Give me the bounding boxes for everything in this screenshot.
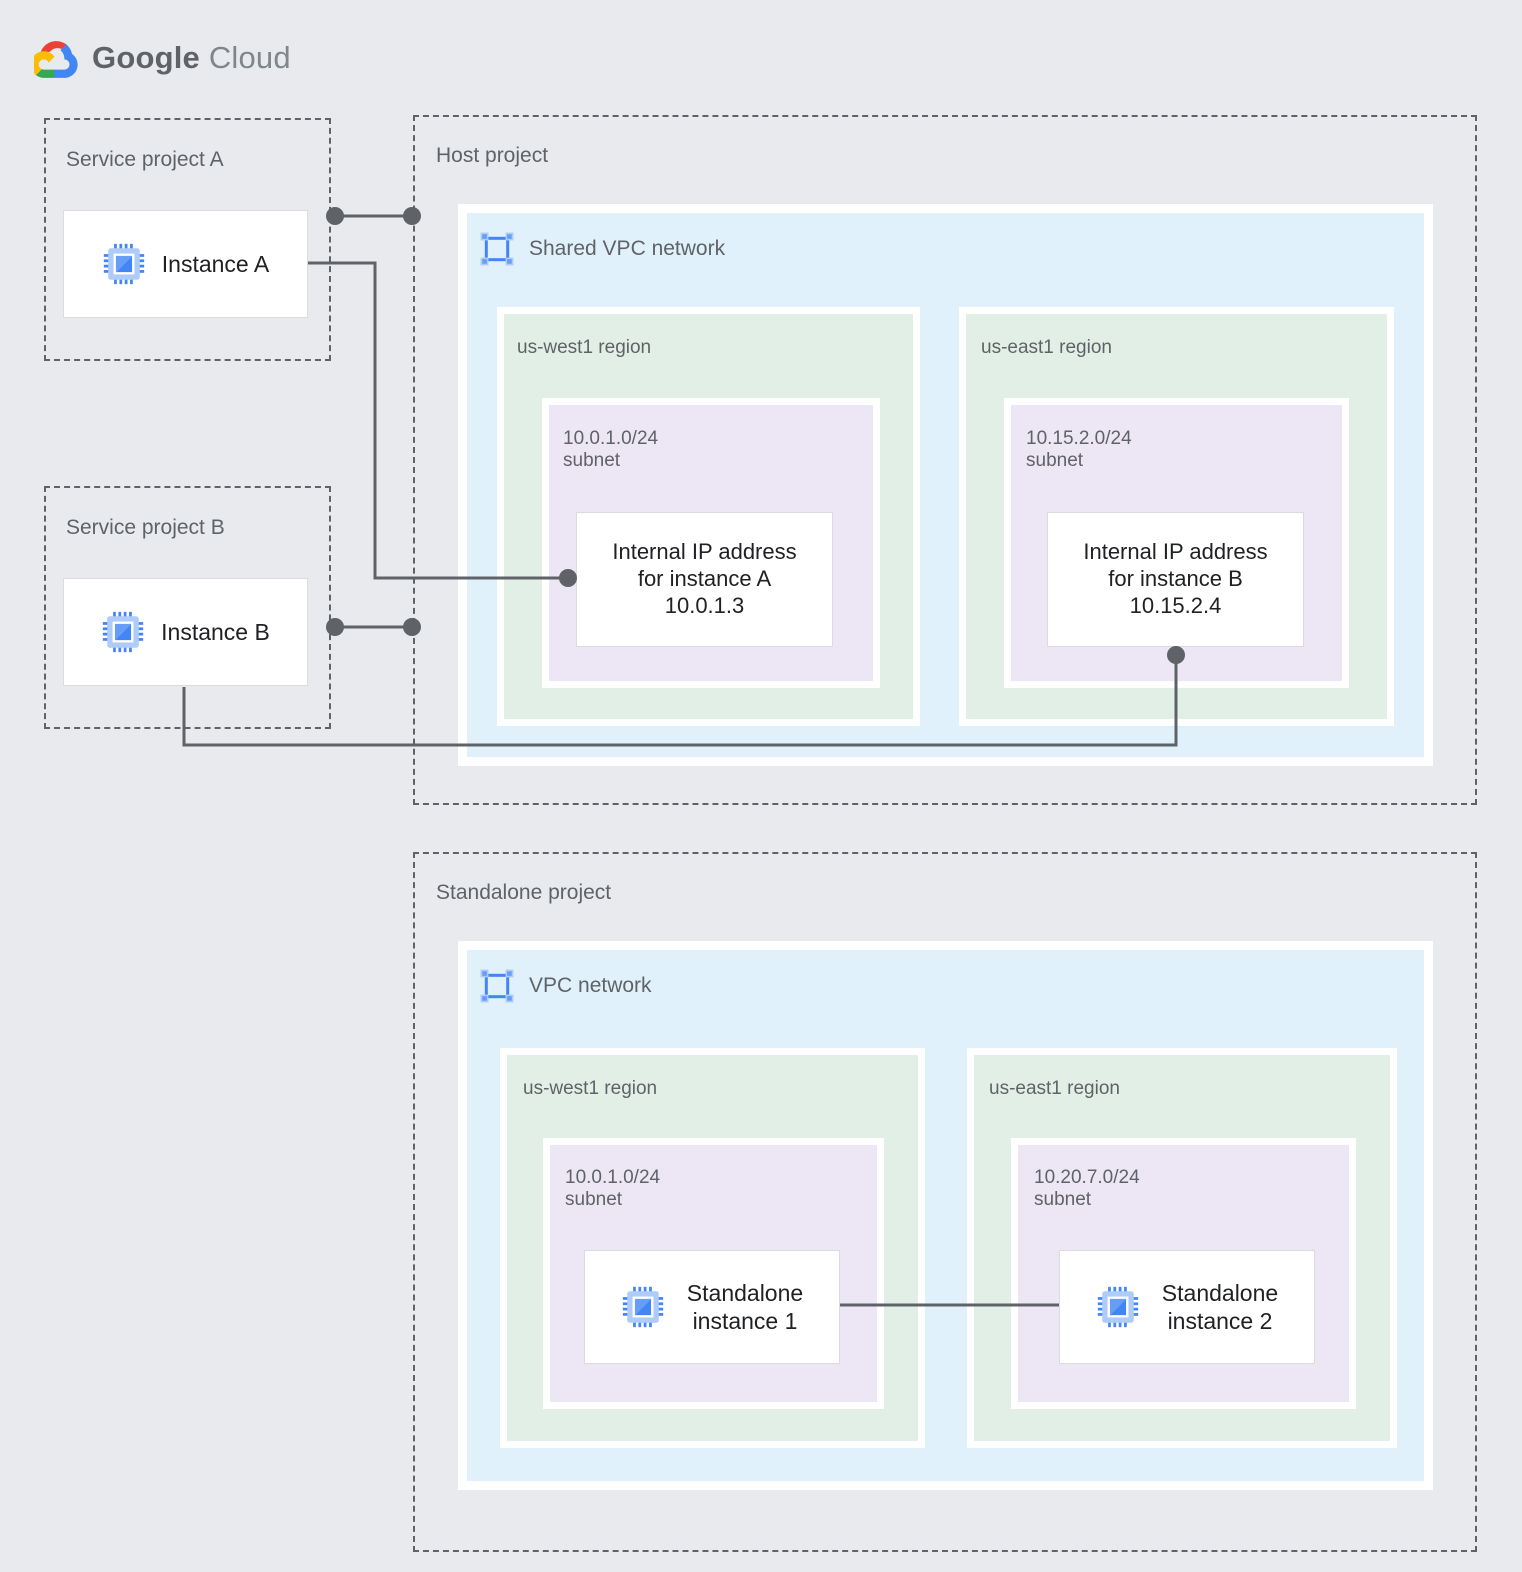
instance-b-label: Instance B	[161, 618, 270, 645]
google-cloud-logo-icon	[34, 41, 78, 78]
internal-ip-instance-a-label: Internal IP address for instance A 10.0.…	[612, 539, 797, 618]
service-project-a-label: Service project A	[66, 148, 224, 171]
vpc-network-header: VPC network	[478, 967, 652, 1005]
host-project-label: Host project	[436, 144, 549, 167]
standalone-instance-1-card[interactable]: Standalone instance 1	[584, 1250, 840, 1364]
standalone-instance-2-label: Standalone instance 2	[1161, 1279, 1279, 1334]
standalone-project-label: Standalone project	[436, 881, 612, 904]
internal-ip-instance-b-card[interactable]: Internal IP address for instance B 10.15…	[1047, 512, 1304, 647]
google-cloud-logo: Google Cloud	[34, 36, 291, 80]
host-region-us-east1-label: us-east1 region	[981, 337, 1112, 358]
instance-b-card[interactable]: Instance B	[63, 578, 308, 686]
internal-ip-instance-b-label: Internal IP address for instance B 10.15…	[1083, 539, 1268, 618]
host-subnet-10-15-2-0-label: 10.15.2.0/24 subnet	[1026, 428, 1132, 472]
host-region-us-west1-label: us-west1 region	[517, 337, 652, 358]
standalone-instance-1-label: Standalone instance 1	[686, 1279, 804, 1334]
host-subnet-10-0-1-0-label: 10.0.1.0/24 subnet	[563, 428, 659, 472]
vpc-network-label: VPC network	[529, 974, 652, 997]
standalone-instance-2-card[interactable]: Standalone instance 2	[1059, 1250, 1315, 1364]
compute-instance-icon	[1097, 1286, 1138, 1328]
standalone-region-us-east1-label: us-east1 region	[989, 1078, 1120, 1099]
instance-a-label: Instance A	[161, 250, 270, 277]
brand-text: Google Cloud	[92, 40, 291, 76]
standalone-subnet-10-0-1-0-label: 10.0.1.0/24 subnet	[565, 1167, 661, 1211]
shared-vpc-network-header: Shared VPC network	[478, 230, 725, 268]
compute-instance-icon	[102, 611, 144, 653]
internal-ip-instance-a-card[interactable]: Internal IP address for instance A 10.0.…	[576, 512, 833, 647]
service-project-a-container	[44, 118, 331, 361]
service-project-b-label: Service project B	[66, 516, 225, 539]
vpc-network-icon	[480, 969, 514, 1003]
compute-instance-icon	[622, 1286, 663, 1328]
compute-instance-icon	[103, 243, 144, 285]
brand-cloud: Cloud	[208, 40, 291, 75]
standalone-subnet-10-20-7-0-label: 10.20.7.0/24 subnet	[1034, 1167, 1140, 1211]
standalone-region-us-west1-label: us-west1 region	[523, 1078, 658, 1099]
standalone-project-container	[413, 852, 1477, 1552]
shared-vpc-network-label: Shared VPC network	[529, 237, 726, 260]
vpc-network-icon	[480, 232, 514, 266]
instance-a-card[interactable]: Instance A	[63, 210, 308, 318]
brand-google: Google	[92, 40, 200, 75]
